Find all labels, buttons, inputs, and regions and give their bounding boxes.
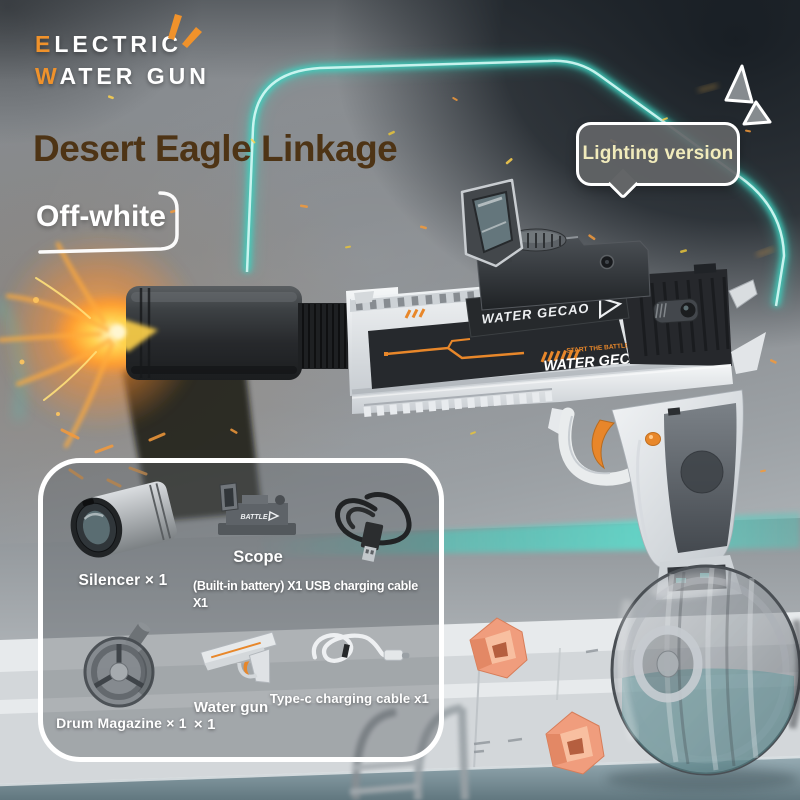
scope-badge-text: BATTLE: [240, 514, 267, 521]
callout-bubble: Lighting version: [576, 122, 740, 200]
neon-window-glow: [239, 52, 793, 308]
slide-side-panel: [368, 308, 630, 389]
usb-cable-image: [335, 492, 412, 562]
front-sight: [354, 291, 374, 304]
trigger: [591, 419, 616, 470]
hammer: [728, 279, 758, 309]
scope-image: BATTLE: [218, 482, 296, 535]
variant-label: Off-white: [36, 200, 166, 233]
logo-rest-1: LECTRIC: [54, 31, 183, 57]
silencer-label: Silencer × 1: [78, 572, 168, 589]
front-orange-ticks: [404, 308, 426, 319]
product-title: Desert Eagle Linkage: [33, 128, 398, 169]
grip-medallion: [680, 450, 724, 494]
crystal-gem-1: [469, 617, 528, 679]
silencer-adapter: [298, 303, 348, 369]
accessory-water-gun: Water gun × 1: [190, 620, 298, 733]
crystal-gem-2: [545, 711, 605, 775]
drum-magazine-label: Drum Magazine × 1: [56, 714, 187, 731]
drum-magazine-image: [83, 622, 155, 708]
accessory-scope: BATTLE Scope: [193, 479, 323, 576]
logo-initial-1: E: [35, 31, 55, 57]
circuit-graphic: [384, 338, 525, 360]
accessories-panel: Silencer × 1 BATTLE Scope: [38, 458, 444, 762]
water-gun-label-line1: Water gun: [193, 698, 269, 716]
variant-frame-outline: [38, 191, 179, 254]
type-c-cable-label: Type-c charging cable x1: [269, 690, 429, 706]
accessories-row-2: Drum Magazine × 1 Water gun × 1: [53, 620, 429, 733]
logo-initial-2: W: [35, 63, 60, 89]
frame-lower: [351, 364, 733, 486]
scope-sight: WATER GECAO: [460, 178, 651, 338]
silencer-image: [70, 481, 177, 558]
accessory-usb-cable: [323, 479, 429, 576]
accessory-type-c-cable: Type-c charging cable x1: [270, 620, 429, 733]
orange-button: [645, 432, 661, 446]
accessory-silencer: Silencer × 1: [53, 479, 193, 612]
type-c-cable-image: [311, 632, 410, 663]
drum-glass: [610, 564, 800, 776]
brand-logo: ELECTRIC WATER GUN: [35, 28, 210, 92]
callout-emphasis-marks-icon: [724, 64, 772, 126]
water-gun-product: START THE BATTLE WATER GECAO: [126, 178, 800, 791]
scope-detail-label: (Built-in battery) X1 USB charging cable…: [193, 579, 418, 610]
scope-brand-arrow: [598, 296, 623, 320]
grip: [611, 389, 744, 569]
under-rail-teeth: [363, 391, 553, 417]
ember-streaks: [60, 428, 166, 488]
chevron-marks: [540, 348, 580, 363]
scope-title: Scope: [233, 548, 283, 566]
accessory-scope-group: BATTLE Scope: [193, 479, 429, 612]
logo-line-1: ELECTRIC: [35, 28, 210, 60]
water-gun-label-line2: × 1: [193, 715, 216, 733]
drum-magazine: [606, 555, 800, 791]
platform-stitch-marks: [473, 648, 599, 754]
lens-glass: [471, 190, 514, 254]
crystal-gems: [469, 617, 605, 775]
beavertail: [731, 332, 766, 374]
rear-sight: [693, 263, 717, 274]
logo-line-2: WATER GUN: [35, 60, 210, 92]
logo-emphasis-marks-icon: [168, 14, 202, 48]
logo-rest-2: ATER GUN: [59, 63, 210, 89]
water-gun-image: [199, 631, 277, 683]
accessories-row-1: Silencer × 1 BATTLE Scope: [53, 479, 429, 612]
flame-tip: [110, 318, 158, 352]
silencer: [126, 286, 348, 380]
accessory-drum-magazine: Drum Magazine × 1: [53, 620, 190, 733]
callout-text: Lighting version: [582, 143, 734, 164]
